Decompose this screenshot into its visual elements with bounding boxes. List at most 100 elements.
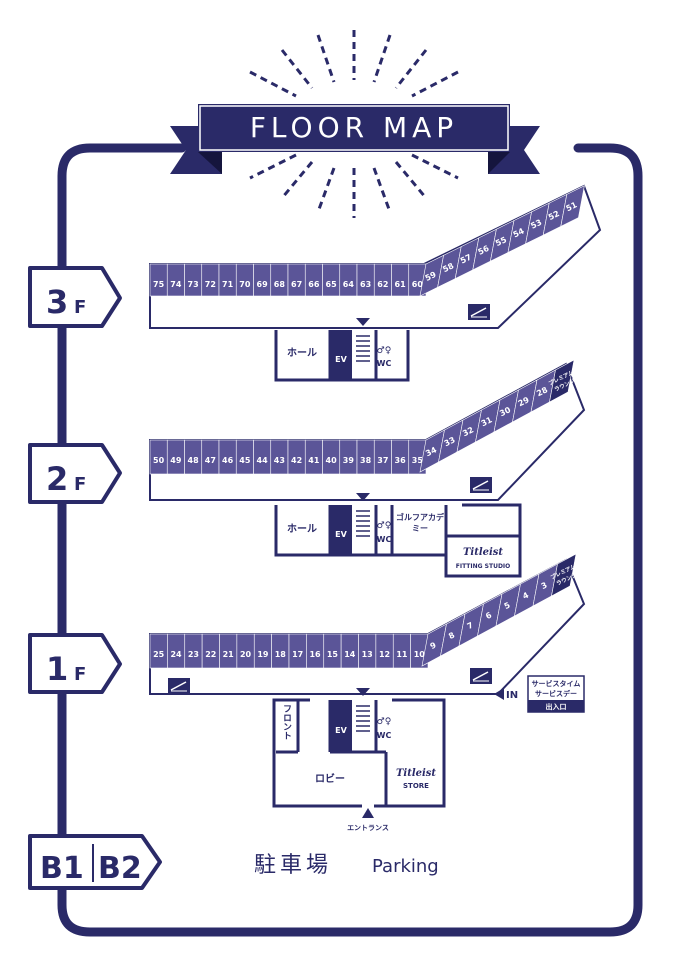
exit-label: 出入口	[546, 702, 567, 711]
floor-tag-2f: 2 F	[28, 443, 122, 504]
bay-number: 18	[275, 650, 287, 659]
bay-number: 37	[377, 456, 388, 465]
floor-label-b2: B2	[98, 851, 142, 886]
room-hall-2f: ホール	[287, 523, 317, 535]
floor-tag-1f: 1 F	[28, 633, 122, 694]
bay-number: 5	[503, 600, 512, 611]
bay-number: 19	[257, 650, 269, 659]
drive-icon	[468, 304, 490, 320]
room-hall-3f: ホール	[287, 347, 317, 359]
bay-number: 35	[412, 456, 424, 465]
titleist-logo-2f: Titleist	[463, 547, 503, 558]
bay-number: 50	[153, 456, 165, 465]
restroom-3f: WC	[377, 359, 392, 368]
starburst-decoration	[249, 30, 459, 218]
bay-number: 25	[153, 650, 165, 659]
bay-number: 7	[466, 620, 475, 631]
bay-number: 21	[223, 650, 235, 659]
in-arrow-icon	[494, 688, 504, 700]
bay-number: 12	[379, 650, 390, 659]
bay-number: 20	[240, 650, 252, 659]
elevator-1f: EV	[335, 726, 347, 735]
bay-number: 11	[396, 650, 408, 659]
bay-number: 52	[547, 209, 561, 222]
restroom-1f: WC	[377, 731, 392, 740]
bay-number: 32	[461, 425, 475, 438]
bay-number: 47	[205, 456, 216, 465]
range-outline-2f	[149, 362, 586, 501]
bay-number: 48	[188, 456, 200, 465]
floor-unit-2f: F	[74, 474, 86, 495]
floor-unit-1f: F	[74, 664, 86, 685]
bay-number: 3	[540, 580, 549, 591]
bay-number: 65	[326, 280, 338, 289]
outer-frame	[57, 143, 643, 937]
title-banner: FLOOR MAP	[170, 104, 540, 174]
bay-number: 68	[274, 280, 286, 289]
bay-number: 14	[344, 650, 356, 659]
bay-number: 69	[257, 280, 269, 289]
premium-lounge	[549, 359, 575, 403]
bay-number: 43	[274, 456, 285, 465]
room-academy-2f: ゴルフアカデミー	[396, 513, 444, 533]
bay-number: 39	[343, 456, 355, 465]
bay-number: 72	[205, 280, 216, 289]
bay-number: 70	[239, 280, 251, 289]
parking-label-en: Parking	[372, 856, 439, 877]
parking-label-jp: 駐車場	[254, 853, 332, 878]
restroom-icon-3f: ♂♀	[377, 346, 392, 356]
bay-number: 41	[308, 456, 320, 465]
service-sign: サービスタイム サービスデー 出入口	[527, 675, 585, 713]
bay-number: 60	[412, 280, 424, 289]
bay-number: 38	[360, 456, 372, 465]
service-time-label: サービスタイム	[532, 679, 581, 688]
in-label: IN	[506, 690, 518, 701]
bay-number: 8	[447, 630, 456, 641]
bay-number: 15	[327, 650, 339, 659]
service-day-label: サービスデー	[535, 689, 577, 698]
bay-number: 33	[443, 435, 457, 448]
elevator-2f: EV	[335, 530, 347, 539]
fitting-studio-2f: FITTING STUDIO	[456, 563, 511, 570]
bay-number: 22	[205, 650, 216, 659]
hitting-bay	[560, 185, 585, 227]
bay-number: 46	[222, 456, 234, 465]
drive-icon	[168, 668, 492, 694]
bay-number: 36	[395, 456, 407, 465]
range-outline-3f	[149, 184, 602, 329]
room-lobby-1f: ロビー	[315, 772, 345, 785]
bay-number: 17	[292, 650, 303, 659]
restroom-2f: WC	[377, 535, 392, 544]
titleist-store-1f: STORE	[403, 782, 429, 790]
drive-icon	[470, 477, 492, 493]
page-title: FLOOR MAP	[250, 111, 458, 144]
bay-number: 42	[291, 456, 302, 465]
bay-number: 63	[360, 280, 371, 289]
floor-basement: B1 B2 駐車場 Parking	[28, 834, 439, 890]
bay-number: 16	[309, 650, 321, 659]
room-front-1f: フロント	[281, 704, 291, 740]
bay-number: 75	[153, 280, 165, 289]
bay-number: 64	[343, 280, 355, 289]
floor-tag-3f: 3 F	[28, 266, 122, 328]
bay-number: 4	[521, 590, 530, 601]
bay-number: 49	[170, 456, 182, 465]
bay-number: 45	[239, 456, 251, 465]
bay-number: 61	[395, 280, 407, 289]
bay-number: 71	[222, 280, 234, 289]
bay-number: 67	[291, 280, 302, 289]
floor-number-3f: 3	[46, 283, 68, 321]
bay-number: 40	[326, 456, 338, 465]
bay-number: 23	[188, 650, 199, 659]
bay-number: 24	[170, 650, 182, 659]
bay-number: 53	[529, 218, 543, 231]
bay-number: 10	[414, 650, 426, 659]
